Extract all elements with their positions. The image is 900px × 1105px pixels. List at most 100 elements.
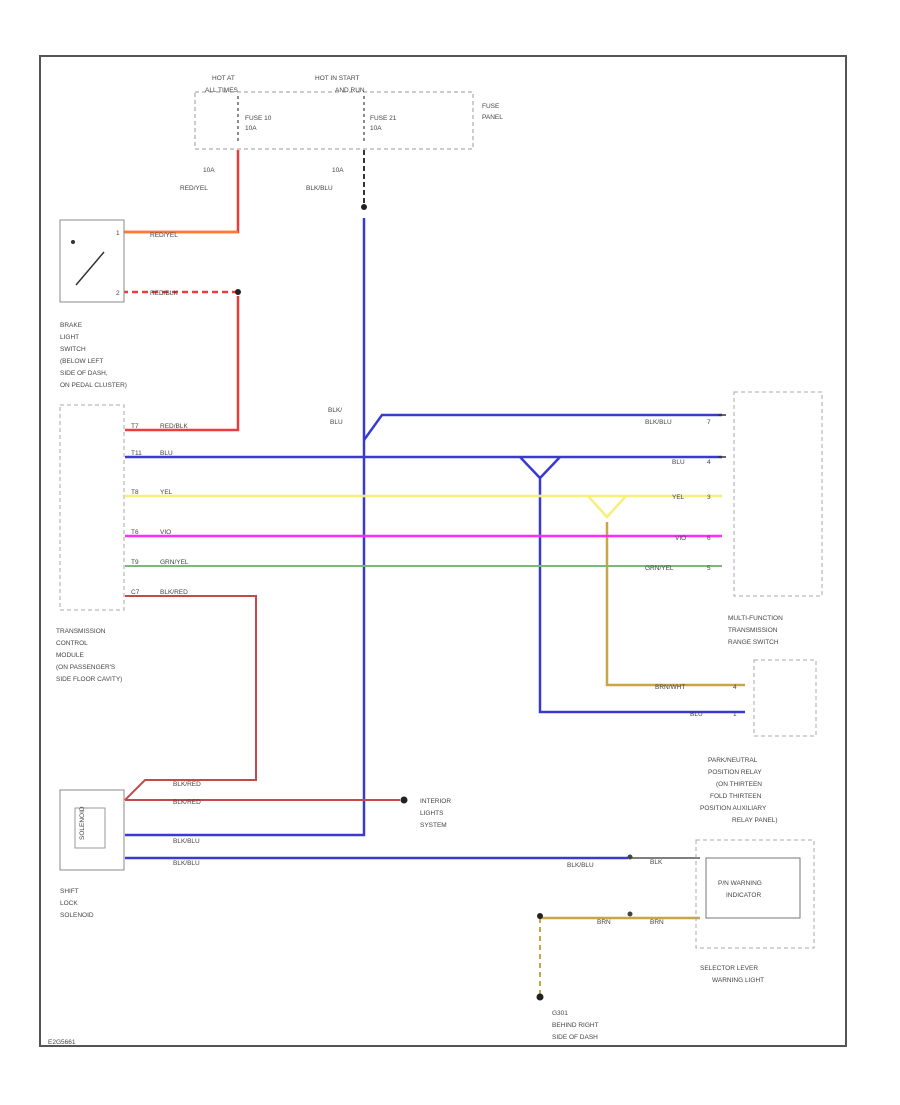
warning-label-2: WARNING LIGHT <box>712 977 764 984</box>
hot-at-all-times-label-1: HOT AT <box>212 75 235 82</box>
mfts-wire-0: BLK/BLU <box>645 419 672 426</box>
splice-label-1: BLK/ <box>328 407 342 414</box>
warning-wire-br: BRN <box>650 919 664 926</box>
tcm-wire-3: VIO <box>160 529 171 536</box>
tcm-label-3: MODULE <box>56 652 84 659</box>
mfts-pin-1: 4 <box>707 459 711 466</box>
solenoid-wire-3: BLK/BLU <box>173 860 200 867</box>
ground-label-2: BEHIND RIGHT <box>552 1022 599 1029</box>
ground-label-3: SIDE OF DASH <box>552 1034 598 1041</box>
solenoid-label-2: LOCK <box>60 900 78 907</box>
fuse-10-amp: 10A <box>245 125 257 132</box>
wire-brn-wht <box>605 522 745 687</box>
fuse-panel-box <box>194 91 474 150</box>
right-wire-color: BLK/BLU <box>306 185 333 192</box>
mfts-pin-2: 3 <box>707 494 711 501</box>
relay-label-1: PARK/NEUTRAL <box>708 757 758 764</box>
wire-blu-branch <box>519 456 561 480</box>
interior-label-1: INTERIOR <box>420 798 451 805</box>
mfts-label-2: TRANSMISSION <box>728 627 778 634</box>
brake-switch-contact <box>75 251 105 286</box>
transmission-control-module: T7 RED/BLK T11 BLU T8 YEL T6 VIO T9 GRN/… <box>59 404 189 611</box>
mfts-wire-1: BLU <box>672 459 685 466</box>
warning-label: SELECTOR LEVER WARNING LIGHT <box>700 965 764 984</box>
brake-pin2: 2 <box>116 290 120 297</box>
brake-switch-box <box>59 219 125 303</box>
warning-inner-box <box>705 857 801 919</box>
warning-inner-2: INDICATOR <box>726 892 761 899</box>
left-wire-color: RED/YEL <box>180 185 208 192</box>
tcm-wire-5: BLK/RED <box>160 589 188 596</box>
tcm-wire-2: YEL <box>160 489 173 496</box>
relay-wire-1: BLU <box>690 711 703 718</box>
interior-label-2: LIGHTS <box>420 810 444 817</box>
mfts-wire-2: YEL <box>672 494 685 501</box>
tcm-pin-0: T7 <box>131 423 139 430</box>
relay-box <box>753 659 817 737</box>
tcm-wire-4: GRN/YEL <box>160 559 189 566</box>
wire-yel-branch <box>587 495 627 519</box>
tcm-label-4: (ON PASSENGER'S <box>56 664 116 671</box>
solenoid-wire-0: BLK/RED <box>173 781 201 788</box>
relay-label-3: (ON THIRTEEN <box>716 781 762 788</box>
mfts-box <box>733 391 823 597</box>
mfts-label-1: MULTI-FUNCTION <box>728 615 783 622</box>
tcm-pin-3: T6 <box>131 529 139 536</box>
brake-label-4: (BELOW LEFT <box>60 358 103 365</box>
fuse-panel-label-1: FUSE <box>482 103 500 110</box>
wire-blk-blu-main <box>125 218 366 837</box>
left-amp-label: 10A <box>203 167 215 174</box>
wire-red-blk <box>125 296 240 432</box>
fuse-21-label: FUSE 21 <box>370 115 397 122</box>
brake-label-2: LIGHT <box>60 334 79 341</box>
hot-in-start-label-1: HOT IN START <box>315 75 359 82</box>
relay-wire-0: BRN/WHT <box>655 684 685 691</box>
solenoid-label: SHIFT LOCK SOLENOID <box>60 888 94 919</box>
warning-label-1: SELECTOR LEVER <box>700 965 758 972</box>
tcm-label-1: TRANSMISSION <box>56 628 106 635</box>
brake-label-5: SIDE OF DASH, <box>60 370 108 377</box>
hot-in-start-label-2: AND RUN <box>335 87 365 94</box>
brake-wire1: RED/YEL <box>150 232 178 239</box>
warning-wire-bl: BRN <box>597 919 611 926</box>
relay-label-6: RELAY PANEL) <box>732 817 778 824</box>
relay-pin-1: 1 <box>733 711 737 718</box>
splice-label-2: BLU <box>330 419 343 426</box>
brake-switch-label: BRAKE LIGHT SWITCH (BELOW LEFT SIDE OF D… <box>60 322 127 389</box>
solenoid-wire-1: BLK/RED <box>173 799 201 806</box>
arrow-interior <box>400 796 408 804</box>
brake-label-1: BRAKE <box>60 322 83 329</box>
splice-dot-ground <box>537 913 543 919</box>
tcm-wire-0: RED/BLK <box>160 423 188 430</box>
mfts-label-3: RANGE SWITCH <box>728 639 779 646</box>
tcm-pin-4: T9 <box>131 559 139 566</box>
mfts-pin-0: 7 <box>707 419 711 426</box>
splice-dot-red-blk <box>235 289 241 295</box>
brake-wire2: RED/BLK <box>150 290 178 297</box>
mfts-label: MULTI-FUNCTION TRANSMISSION RANGE SWITCH <box>728 615 783 646</box>
warning-inner-1: P/N WARNING <box>718 880 762 887</box>
right-amp-label: 10A <box>332 167 344 174</box>
park-neutral-relay: BRN/WHT 4 BLU 1 <box>655 659 817 737</box>
warning-connector-bottom <box>627 911 633 917</box>
fuse-panel: HOT AT ALL TIMES HOT IN START AND RUN FU… <box>194 75 503 150</box>
brake-pin1: 1 <box>116 230 120 237</box>
tcm-pin-1: T11 <box>131 450 142 457</box>
brake-switch-pivot <box>71 240 75 244</box>
wire-blu-relay <box>538 478 745 714</box>
relay-label-5: POSITION AUXILIARY <box>700 805 767 812</box>
relay-label-4: FOLD THIRTEEN <box>710 793 762 800</box>
interior-label-3: SYSTEM <box>420 822 447 829</box>
solenoid-coil <box>74 807 106 849</box>
fuse-10-label: FUSE 10 <box>245 115 272 122</box>
mfts-pin-4: 5 <box>707 565 711 572</box>
mfts-pin-3: 6 <box>707 535 711 542</box>
warning-wire-tr: BLK <box>650 859 663 866</box>
tcm-wire-1: BLU <box>160 450 173 457</box>
relay-pin-0: 4 <box>733 684 737 691</box>
mfts-wire-3: VIO <box>675 535 686 542</box>
warning-outer-box <box>695 839 815 949</box>
wire-blk-blu-mfts <box>362 413 722 441</box>
brake-label-6: ON PEDAL CLUSTER) <box>60 382 127 389</box>
